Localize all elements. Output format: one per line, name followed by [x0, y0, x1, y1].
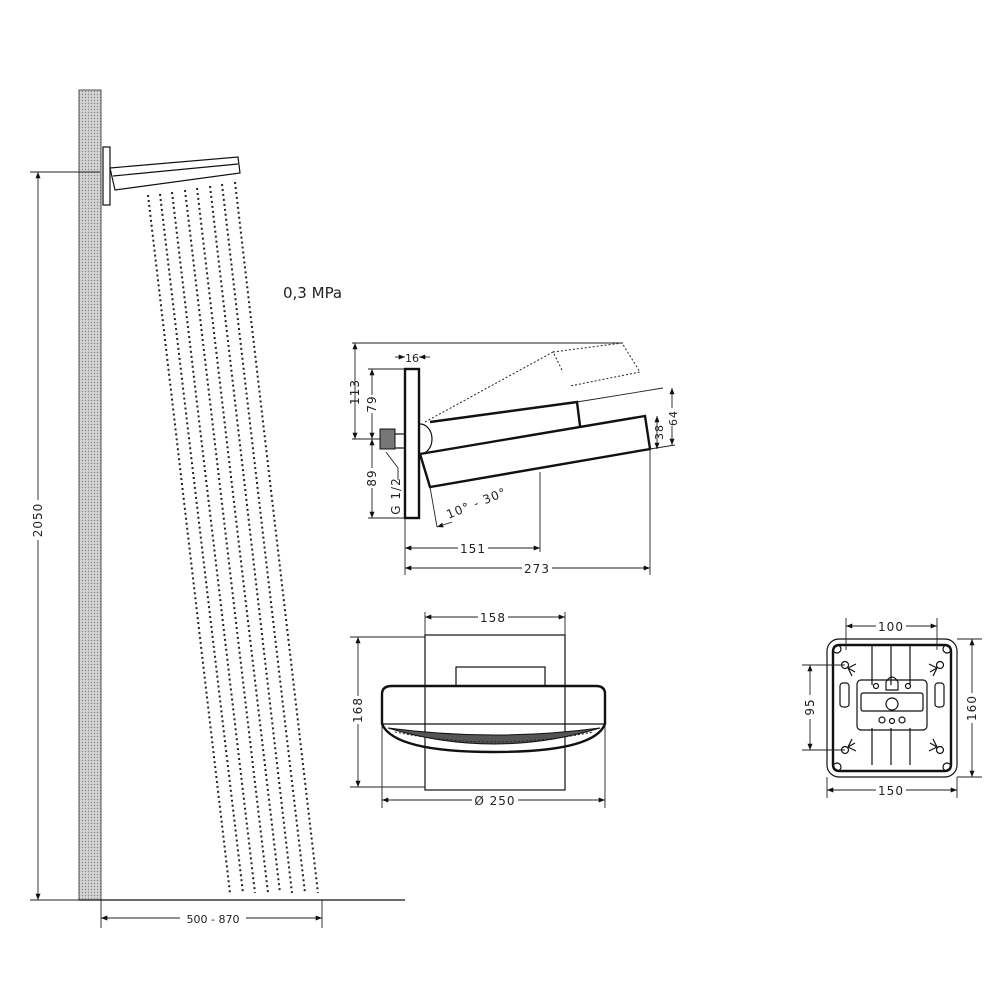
dim-168: 168 — [351, 697, 365, 723]
tilt-label: 10° - 30° — [444, 485, 508, 522]
wall-plate — [403, 367, 421, 520]
distance-label: 500 - 870 — [187, 913, 240, 926]
dim-151: 151 — [460, 542, 486, 556]
pressure-label: 0,3 MPa — [283, 284, 342, 302]
dim-95: 95 — [803, 698, 817, 715]
dim-38: 38 — [653, 424, 666, 440]
shower-head-front — [380, 684, 607, 754]
height-label: 2050 — [31, 503, 45, 538]
dim-100: 100 — [878, 620, 904, 634]
thread-label: G 1/2 — [389, 477, 403, 514]
dim-89: 89 — [365, 469, 379, 486]
dim-79: 79 — [365, 395, 379, 412]
dim-diameter: Ø 250 — [474, 794, 515, 808]
front-view: 158 168 Ø 250 — [350, 610, 607, 808]
dim-158: 158 — [480, 611, 506, 625]
wall — [78, 89, 102, 901]
dim-150: 150 — [878, 784, 904, 798]
backplate — [826, 638, 958, 778]
dim-273: 273 — [524, 562, 550, 576]
backplate-view: 100 95 160 150 — [802, 618, 982, 798]
dim-16: 16 — [405, 352, 419, 365]
dim-113: 113 — [348, 379, 362, 405]
side-view: 113 79 89 G 1/2 16 10° - 30° 151 273 38 … — [348, 342, 680, 576]
dim-64: 64 — [667, 410, 680, 426]
front-plate — [424, 634, 566, 791]
water-spray — [147, 181, 319, 894]
shower-head-side — [102, 146, 241, 206]
installation-view: 2050 500 - 870 0,3 MPa — [30, 89, 405, 928]
thread-connector — [379, 428, 396, 450]
dim-160: 160 — [965, 695, 979, 721]
